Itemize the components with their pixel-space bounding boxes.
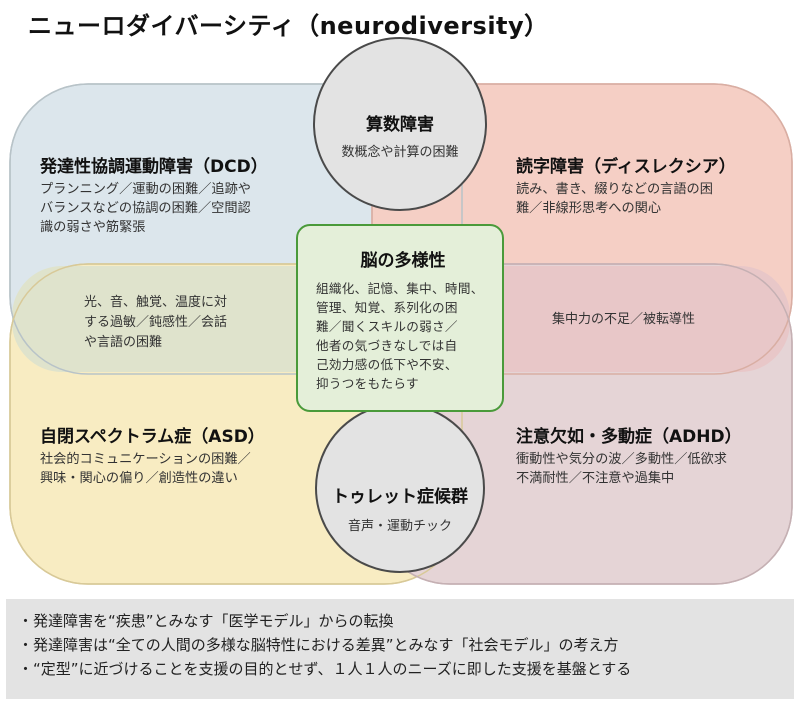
dyslexia-title: 読字障害（ディスレクシア） xyxy=(516,157,736,177)
center-line: 他者の気づきなしでは自 xyxy=(316,338,458,353)
dcd-title: 発達性協調運動障害（DCD） xyxy=(40,157,268,177)
right-overlap-line: 集中力の不足／被転導性 xyxy=(552,312,696,327)
dcd-line: プランニング／運動の困難／追跡や xyxy=(40,182,251,197)
center-line: 難／聞くスキルの弱さ／ xyxy=(316,319,458,334)
asd-line: 興味・関心の偏り／創造性の違い xyxy=(40,471,238,486)
center-line: 抑うつをもたらす xyxy=(316,376,419,391)
tourette-title: トゥレット症候群 xyxy=(332,487,468,507)
left-overlap-line: や言語の困難 xyxy=(84,335,163,350)
adhd-line: 不満耐性／不注意や過集中 xyxy=(516,471,675,486)
dyscalculia-subtitle: 数概念や計算の困難 xyxy=(341,145,459,160)
tourette-label: トゥレット症候群 音声・運動チック xyxy=(314,482,486,534)
adhd-description: 衝動性や気分の波／多動性／低欲求 不満耐性／不注意や過集中 xyxy=(516,450,727,488)
dyslexia-description: 読み、書き、綴りなどの言語の困 難／非線形思考への関心 xyxy=(516,180,713,218)
note-item: ・発達障害を“疾患”とみなす「医学モデル」からの転換 xyxy=(18,612,394,630)
center-line: 組織化、記憶、集中、時間、 xyxy=(316,281,484,296)
dyscalculia-title: 算数障害 xyxy=(366,115,434,135)
asd-description: 社会的コミュニケーションの困難／ 興味・関心の偏り／創造性の違い xyxy=(40,450,251,488)
left-overlap-line: する過敏／鈍感性／会話 xyxy=(84,315,228,330)
asd-title: 自閉スペクトラム症（ASD） xyxy=(40,427,265,447)
right-overlap-text: 集中力の不足／被転導性 xyxy=(552,310,695,330)
dcd-description: プランニング／運動の困難／追跡や バランスなどの協調の困難／空間認 識の弱さや筋… xyxy=(40,180,251,237)
center-line: 管理、知覚、系列化の困 xyxy=(316,300,458,315)
asd-line: 社会的コミュニケーションの困難／ xyxy=(40,452,251,467)
left-overlap-text: 光、音、触覚、温度に対 する過敏／鈍感性／会話 や言語の困難 xyxy=(84,293,227,353)
dcd-line: 識の弱さや筋緊張 xyxy=(40,220,146,235)
notes-panel: ・発達障害を“疾患”とみなす「医学モデル」からの転換 ・発達障害は“全ての人間の… xyxy=(6,599,794,699)
brain-diversity-box: 脳の多様性 組織化、記憶、集中、時間、 管理、知覚、系列化の困 難／聞くスキルの… xyxy=(296,224,504,412)
dcd-line: バランスなどの協調の困難／空間認 xyxy=(40,201,251,216)
note-item: ・発達障害は“全ての人間の多様な脳特性における差異”とみなす「社会モデル」の考え… xyxy=(18,636,619,654)
right-overlap-region xyxy=(420,266,790,372)
dyslexia-line: 難／非線形思考への関心 xyxy=(516,201,662,216)
center-line: 己効力感の低下や不安、 xyxy=(316,357,458,372)
adhd-line: 衝動性や気分の波／多動性／低欲求 xyxy=(516,452,727,467)
tourette-subtitle: 音声・運動チック xyxy=(347,519,452,534)
dyscalculia-label: 算数障害 数概念や計算の困難 xyxy=(314,110,486,160)
adhd-title: 注意欠如・多動症（ADHD） xyxy=(516,427,742,447)
page-title: ニューロダイバーシティ（neurodiversity） xyxy=(28,12,549,40)
note-item: ・“定型”に近づけることを支援の目的とせず、１人１人のニーズに即した支援を基盤と… xyxy=(18,660,632,678)
brain-diversity-title: 脳の多様性 xyxy=(360,251,446,271)
dyscalculia-circle xyxy=(313,37,487,211)
dyslexia-line: 読み、書き、綴りなどの言語の困 xyxy=(516,182,713,197)
left-overlap-line: 光、音、触覚、温度に対 xyxy=(84,295,228,310)
brain-diversity-description: 組織化、記憶、集中、時間、 管理、知覚、系列化の困 難／聞くスキルの弱さ／ 他者… xyxy=(316,279,490,393)
